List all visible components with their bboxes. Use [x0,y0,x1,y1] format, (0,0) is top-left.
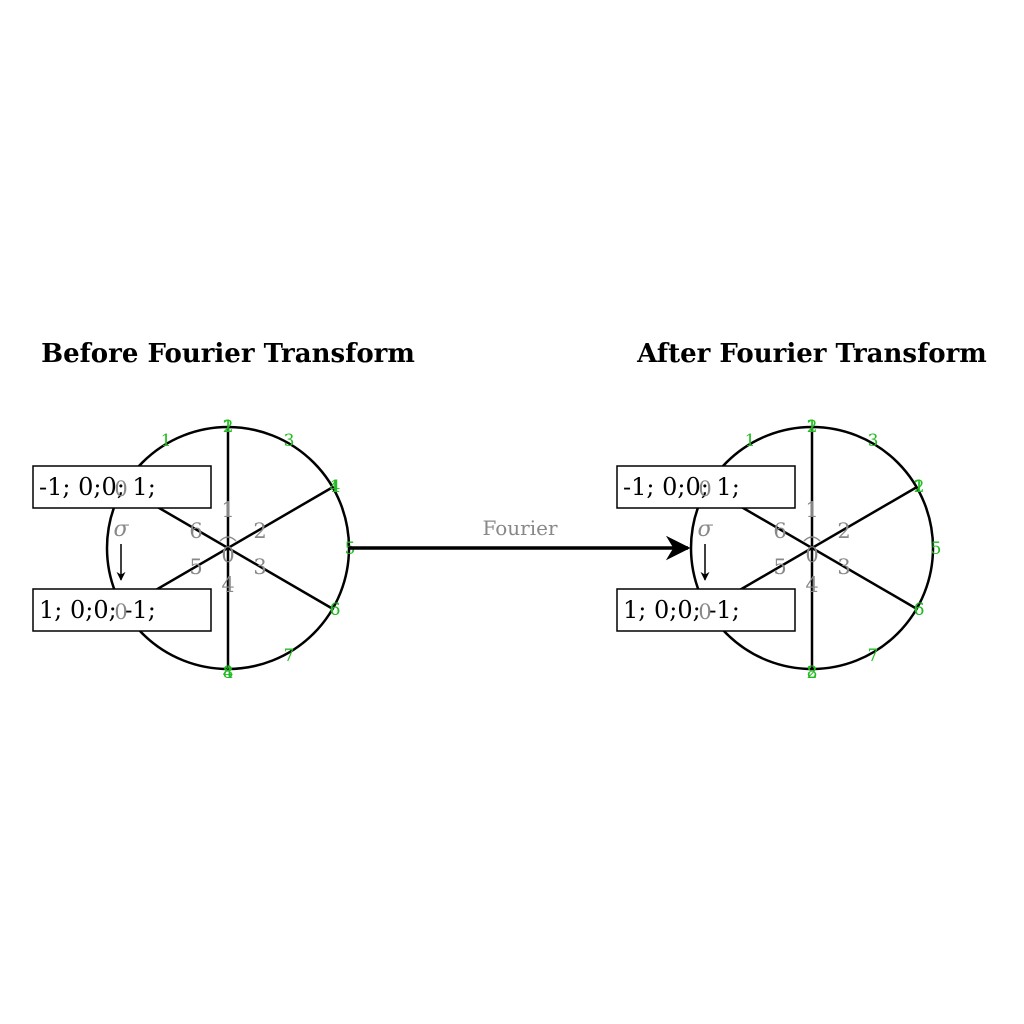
rim-label: 4 [330,477,341,497]
fourier-arrow-group: Fourier [349,516,691,561]
rim-label: 1 [914,477,925,497]
rim-label: 2 [807,417,818,437]
center-label: 0 [221,543,234,567]
center-label: 5 [189,555,202,579]
center-arc [803,536,821,542]
rim-label: 7 [868,646,879,666]
panel-title: After Fourier Transform [636,339,987,369]
rim-label: 1 [807,417,818,437]
rim-label: 5 [931,539,942,559]
rim-label: 3 [868,431,879,451]
center-label: 1 [805,498,818,522]
panel-before: Before Fourier Transform 1 2 3 4 5 6 0 1… [32,339,415,683]
rim-label: 2 [807,663,818,683]
center-label: 2 [837,519,850,543]
center-label: 4 [805,573,818,597]
vector-box-top-text: -1; 0;0; 1; [623,473,740,501]
rim-label: 6 [914,600,925,620]
center-label: 6 [189,519,202,543]
sigma-label: σ [697,517,713,542]
center-label: 0 [698,477,711,501]
center-label: 6 [773,519,786,543]
rim-label: 6 [330,600,341,620]
rim-label: 8 [807,663,818,683]
rim-label: 3 [284,431,295,451]
center-label: 2 [253,519,266,543]
rim-label: 6 [330,600,341,620]
rim-label: 4 [223,663,234,683]
rim-label: 6 [914,600,925,620]
rim-label: 1 [330,477,341,497]
rim-label: 1 [161,431,172,451]
vector-box-bottom [32,588,212,632]
panel-after: After Fourier Transform 1 2 3 4 5 6 0 1 … [616,339,987,683]
rim-label: 7 [284,646,295,666]
vector-box-bottom [616,588,796,632]
center-label: 0 [114,600,127,624]
center-label: 0 [805,543,818,567]
sigma-label: σ [113,517,129,542]
vector-box-bottom-text: 1; 0;0; -1; [623,596,740,624]
center-label: 3 [253,555,266,579]
vector-box-top [32,465,212,509]
center-label: 3 [837,555,850,579]
rim-label: 1 [223,417,234,437]
center-label: 0 [698,600,711,624]
center-label: 5 [773,555,786,579]
rim-label: 8 [223,663,234,683]
rim-label: 1 [745,431,756,451]
vector-box-top [616,465,796,509]
panel-title: Before Fourier Transform [41,339,415,369]
center-label: 0 [114,477,127,501]
center-arc [219,536,237,542]
center-label: 1 [221,498,234,522]
vector-box-top-text: -1; 0;0; 1; [39,473,156,501]
rim-label: 2 [223,417,234,437]
center-label: 4 [221,573,234,597]
vector-box-bottom-text: 1; 0;0; -1; [39,596,156,624]
fourier-arrow-label: Fourier [482,516,557,540]
rim-label: 2 [914,477,925,497]
